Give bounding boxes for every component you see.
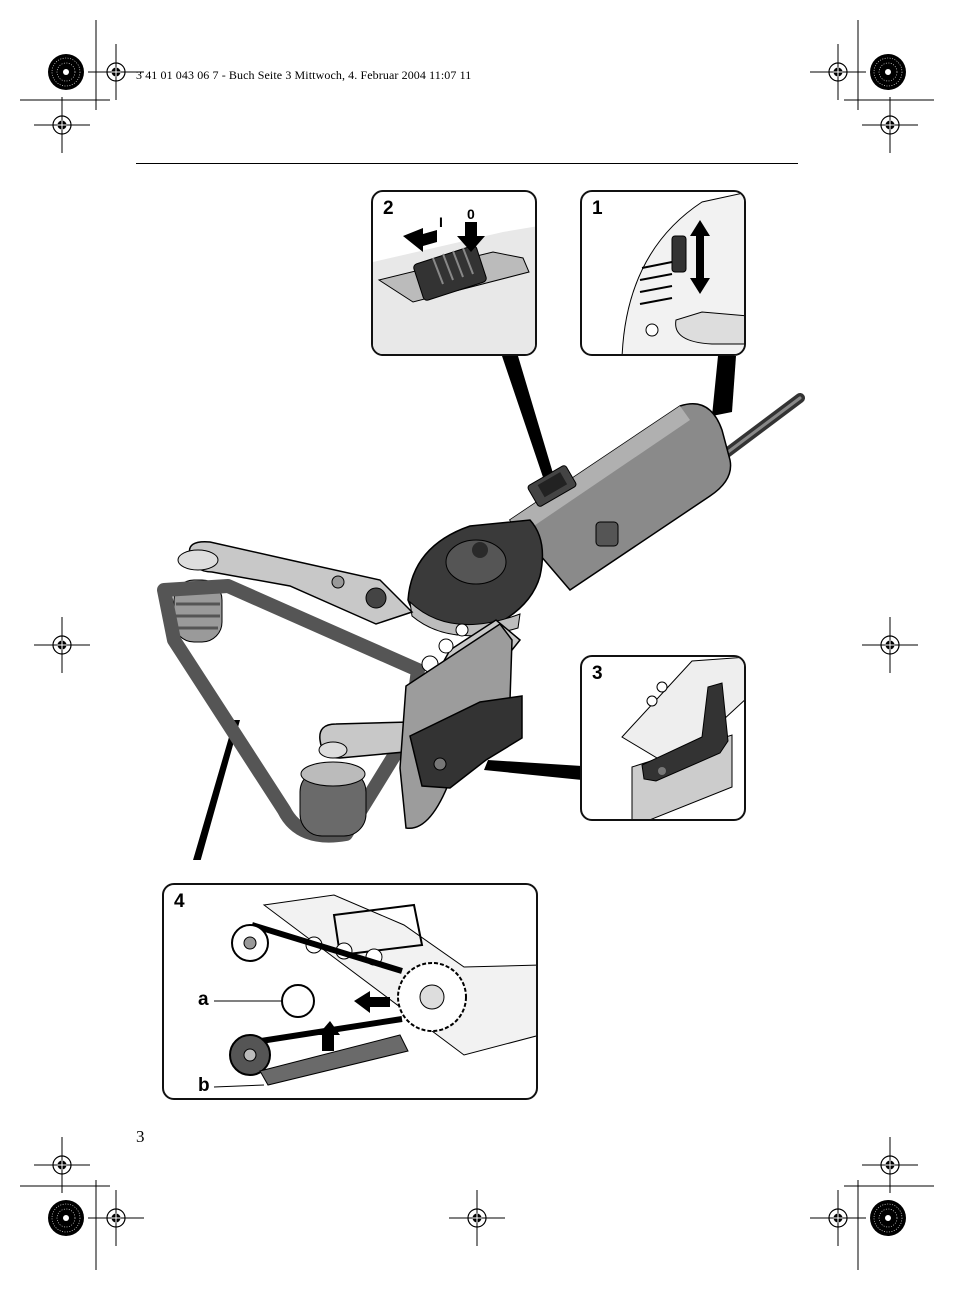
tension-lever xyxy=(259,1034,409,1086)
crosshair-mark xyxy=(861,1136,919,1194)
panel-number: 3 xyxy=(592,663,603,684)
pointer-to-panel-3 xyxy=(484,760,582,780)
pointer-to-panel-2 xyxy=(502,356,558,492)
pointer-to-panel-4 xyxy=(193,720,240,860)
detail-panel-2: 2 I 0 xyxy=(371,190,537,356)
brand-badge xyxy=(595,521,619,547)
switch-label-off: 0 xyxy=(467,206,475,222)
detail-panel-4: 4 a b xyxy=(162,883,538,1100)
print-info: 3 41 01 043 06 7 - Buch Seite 3 Mittwoch… xyxy=(136,68,472,82)
arrow-up-icon xyxy=(318,1021,340,1051)
belt-change-detail xyxy=(213,894,536,1088)
crosshair-mark xyxy=(861,616,919,674)
starburst-mark xyxy=(47,1199,85,1237)
arrow-down-icon xyxy=(457,222,485,252)
upper-roller xyxy=(173,549,223,643)
lower-roller xyxy=(299,741,367,837)
crosshair-mark xyxy=(33,96,91,154)
starburst-mark xyxy=(869,53,907,91)
header-rule xyxy=(136,163,798,164)
switch-label-on: I xyxy=(439,214,443,230)
handle-icon xyxy=(641,682,729,782)
panel-number: 2 xyxy=(383,198,394,219)
page-number: 3 xyxy=(136,1127,145,1146)
callout-b: b xyxy=(198,1075,210,1096)
crosshair-mark xyxy=(33,1136,91,1194)
crosshair-mark xyxy=(448,1189,506,1247)
arrow-left-icon xyxy=(403,228,437,252)
starburst-mark xyxy=(47,53,85,91)
crosshair-mark xyxy=(861,96,919,154)
starburst-mark xyxy=(869,1199,907,1237)
crosshair-mark xyxy=(33,616,91,674)
belt-grinder-illustration xyxy=(157,356,805,860)
panel-number: 4 xyxy=(174,891,185,912)
speed-dial-detail xyxy=(621,192,744,354)
pointer-to-panel-1 xyxy=(712,356,736,416)
crop-marks xyxy=(20,20,934,1270)
double-arrow-icon xyxy=(690,220,710,294)
arrow-left-icon xyxy=(354,991,390,1013)
handle-detail xyxy=(621,657,744,819)
callout-line-b xyxy=(213,1084,265,1088)
idler-roller xyxy=(281,984,315,1018)
switch-detail xyxy=(373,222,535,354)
detail-panel-1: 1 xyxy=(580,190,746,356)
panel-number: 1 xyxy=(592,198,603,219)
motor-housing xyxy=(508,403,732,591)
callout-a: a xyxy=(198,989,209,1010)
detail-panel-3: 3 xyxy=(580,655,746,821)
